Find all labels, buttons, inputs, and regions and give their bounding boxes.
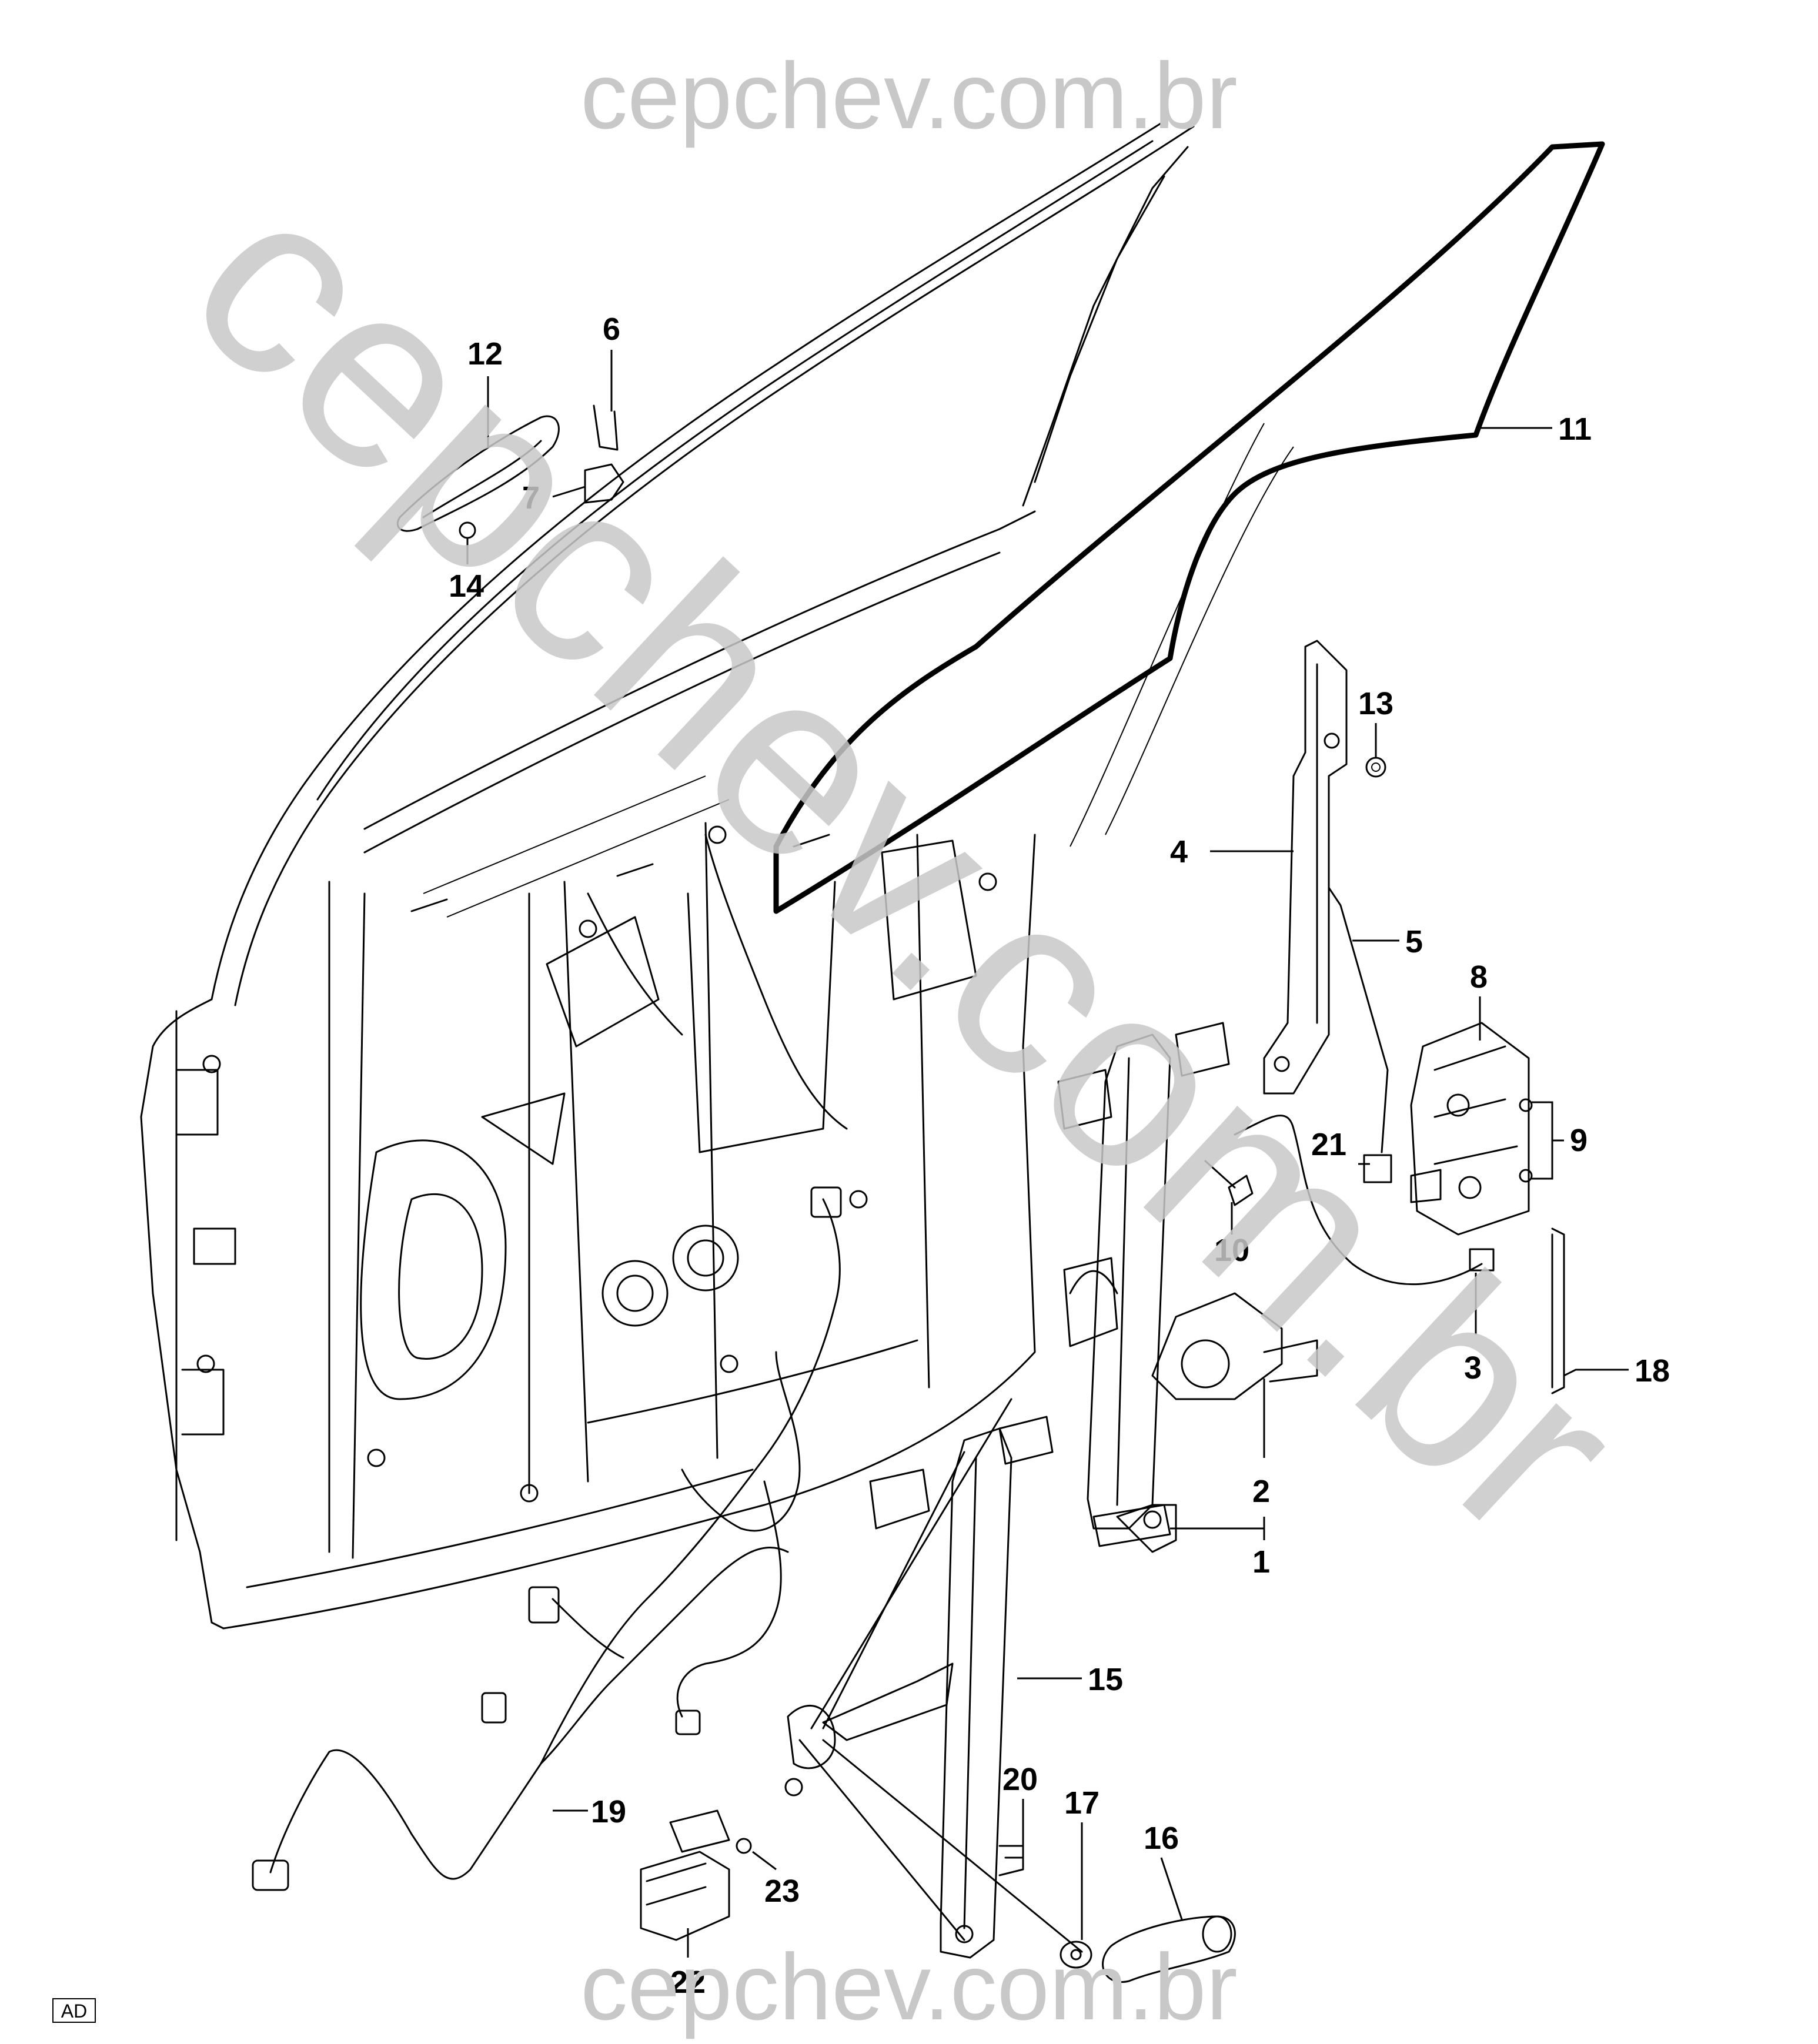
regulator-motor (1151, 1292, 1318, 1400)
door-frame (140, 116, 1195, 1630)
lock-rod (1328, 886, 1389, 1153)
spacer-washer (1060, 1941, 1092, 1969)
footer-tag-text: AD (61, 2000, 87, 2022)
callout-10: 10 (1214, 1233, 1249, 1268)
handle-seal (584, 463, 624, 504)
callout-6: 6 (603, 312, 620, 347)
watermark-diagonal: cepchev.com.br (138, 133, 1675, 1594)
callout-22: 22 (670, 1965, 706, 2000)
callout-11: 11 (1558, 412, 1592, 447)
retaining-clip (998, 1845, 1024, 1876)
door-lock (1410, 1022, 1530, 1236)
callout-19: 19 (591, 1794, 626, 1829)
callout-15: 15 (1088, 1662, 1123, 1697)
callout-18: 18 (1635, 1353, 1670, 1389)
callout-2: 2 (1252, 1474, 1270, 1509)
regulator-cable (1234, 1115, 1483, 1286)
window-crank-handle (1102, 1915, 1236, 1983)
wiring-harness (252, 1186, 842, 1891)
bumper-block (1363, 1154, 1392, 1183)
window-glass (773, 141, 1605, 914)
callout-17: 17 (1064, 1785, 1100, 1821)
callout-21: 21 (1311, 1127, 1346, 1162)
cable-connector (1469, 1248, 1495, 1272)
callout-9: 9 (1570, 1123, 1588, 1158)
callout-8: 8 (1470, 959, 1488, 995)
window-regulator-rear (784, 1398, 1083, 1959)
callout-13: 13 (1358, 686, 1393, 721)
callout-7: 7 (522, 480, 540, 516)
lock-screws (1519, 1098, 1533, 1183)
window-channel (1263, 640, 1348, 1095)
callout-12: 12 (467, 336, 503, 372)
window-control-module (640, 1809, 730, 1941)
window-regulator-front (1057, 1022, 1230, 1553)
callout-1: 1 (1252, 1544, 1270, 1580)
leader-lines (466, 350, 1629, 1958)
module-screw (736, 1838, 752, 1854)
watermark-top: cepchev.com.br (580, 43, 1238, 148)
callout-16: 16 (1144, 1821, 1179, 1856)
footer-tag: AD (52, 1998, 96, 2023)
callout-labels: 1 2 3 4 5 6 7 8 9 10 11 12 13 14 15 16 1… (449, 312, 1670, 2000)
callout-23: 23 (764, 1874, 800, 1909)
handle-wire-clip (593, 404, 619, 451)
callout-20: 20 (1002, 1762, 1038, 1797)
crank-spring-clip (1551, 1227, 1565, 1394)
bolt-10 (1204, 1160, 1254, 1206)
callout-3: 3 (1464, 1350, 1482, 1386)
outside-door-handle (396, 415, 560, 532)
callout-4: 4 (1170, 834, 1188, 869)
callout-14: 14 (449, 568, 484, 604)
callout-5: 5 (1405, 924, 1423, 959)
nut-13 (1365, 757, 1386, 778)
watermark-bottom: cepchev.com.br (580, 1934, 1238, 2039)
